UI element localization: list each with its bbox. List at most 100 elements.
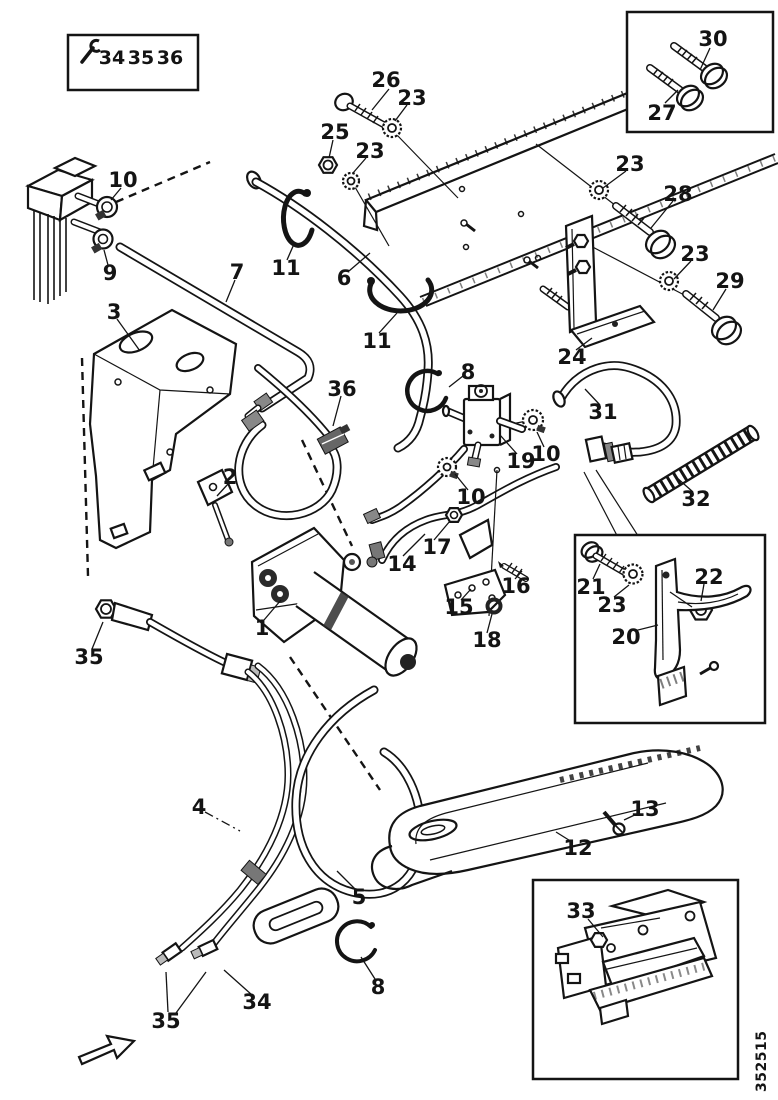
- callout-23: 23: [397, 86, 426, 110]
- callout-10: 10: [108, 168, 137, 192]
- cable-strap-11: [280, 188, 315, 248]
- callout-28: 28: [663, 182, 692, 206]
- frame-rail: [362, 87, 778, 307]
- callout-18: 18: [472, 628, 501, 652]
- callout-22: 22: [694, 565, 723, 589]
- washer-23: [658, 270, 680, 292]
- retaining-clip-8: [335, 919, 377, 964]
- callout-4: 4: [192, 795, 207, 819]
- callout-14: 14: [387, 552, 416, 576]
- callout-26: 26: [371, 68, 400, 92]
- callout-27: 27: [647, 101, 676, 125]
- direction-arrow-icon: [77, 1034, 137, 1066]
- washer-23: [588, 179, 610, 201]
- callout-19: 19: [506, 449, 535, 473]
- bolt-28: [612, 202, 677, 260]
- legend-box: 34 35 36: [66, 33, 200, 92]
- hose-clamp-9: [91, 228, 114, 254]
- bracket-33: [554, 888, 718, 1026]
- inset-box-bolts: [625, 10, 775, 134]
- hose-loop-36: [234, 364, 351, 521]
- washer-23: [622, 563, 644, 585]
- pipe-tip-35: [155, 941, 183, 966]
- bolt-16: [498, 561, 529, 582]
- corrugated-tube-32: [642, 424, 760, 504]
- hose-14: [368, 463, 560, 564]
- callout-25: 25: [320, 120, 349, 144]
- hose-31: [552, 361, 681, 465]
- callout-labels: 30 27 26 23 25 23 23 28 23 29 24 10 9 3 …: [74, 27, 744, 1033]
- callout-32: 32: [681, 487, 710, 511]
- inset-box-bracket-33: [531, 878, 740, 1081]
- callout-20: 20: [611, 625, 640, 649]
- hose-6: [246, 170, 433, 453]
- callout-16: 16: [501, 574, 530, 598]
- callout-7: 7: [230, 260, 245, 284]
- legend-item: 36: [157, 47, 183, 69]
- callout-23: 23: [355, 139, 384, 163]
- callout-23: 23: [680, 242, 709, 266]
- callout-35: 35: [151, 1009, 180, 1033]
- small-screw-icon: [699, 660, 720, 676]
- hose-clamp-10: [95, 195, 119, 221]
- callout-35: 35: [74, 645, 103, 669]
- callout-29: 29: [715, 269, 744, 293]
- nut-17: [444, 507, 464, 524]
- callout-34: 34: [242, 990, 271, 1014]
- hose-clamp-10: [436, 456, 459, 480]
- callout-11: 11: [362, 329, 391, 353]
- callout-21: 21: [576, 575, 605, 599]
- retaining-clip-8: [405, 368, 449, 414]
- callout-5: 5: [352, 885, 367, 909]
- valve-19: [441, 384, 526, 468]
- cable-strap-11: [367, 277, 435, 314]
- legend-item: 35: [128, 47, 154, 69]
- hose-clamp-10: [521, 408, 546, 434]
- callout-3: 3: [107, 300, 122, 324]
- wrench-icon: [80, 38, 101, 64]
- bolt-29: [682, 290, 743, 346]
- callout-1: 1: [255, 616, 270, 640]
- bracket-20: [653, 557, 752, 707]
- callout-2: 2: [223, 465, 238, 489]
- fitting-nut-35: [94, 599, 118, 619]
- heater-unit: [25, 156, 108, 304]
- heat-shield-12: [370, 745, 724, 891]
- bracket-24: [564, 214, 656, 349]
- callout-9: 9: [103, 261, 118, 285]
- callout-13: 13: [630, 797, 659, 821]
- callout-17: 17: [422, 535, 451, 559]
- hose-clamp-36: [316, 424, 351, 455]
- bolt-26: [334, 92, 390, 130]
- callout-31: 31: [588, 400, 617, 424]
- callout-30: 30: [698, 27, 727, 51]
- small-screw-icon: [523, 256, 539, 270]
- callout-8: 8: [461, 360, 476, 384]
- inset-box-bracket-20: [573, 533, 767, 725]
- callout-24: 24: [557, 345, 586, 369]
- bolt-27: [646, 64, 705, 112]
- callout-10: 10: [456, 485, 485, 509]
- leader-lines: [91, 47, 727, 1014]
- callout-12: 12: [563, 836, 592, 860]
- callout-23: 23: [597, 593, 626, 617]
- legend-item: 34: [99, 47, 125, 69]
- callout-33: 33: [566, 899, 595, 923]
- nut-25: [317, 156, 339, 174]
- drawing-number: 352515: [754, 1031, 770, 1092]
- callout-6: 6: [337, 266, 352, 290]
- bracket-2: [196, 468, 234, 547]
- strap-plate: [252, 887, 340, 945]
- callout-15: 15: [444, 595, 473, 619]
- small-screw-icon: [460, 219, 476, 233]
- bracket-15: [443, 466, 529, 617]
- pipe-tip-34: [190, 938, 219, 960]
- bolt-30: [670, 42, 729, 90]
- washer-23: [381, 117, 403, 139]
- bracket-3: [88, 308, 238, 550]
- callout-36: 36: [327, 377, 356, 401]
- callout-10: 10: [531, 442, 560, 466]
- screw-13: [602, 810, 626, 836]
